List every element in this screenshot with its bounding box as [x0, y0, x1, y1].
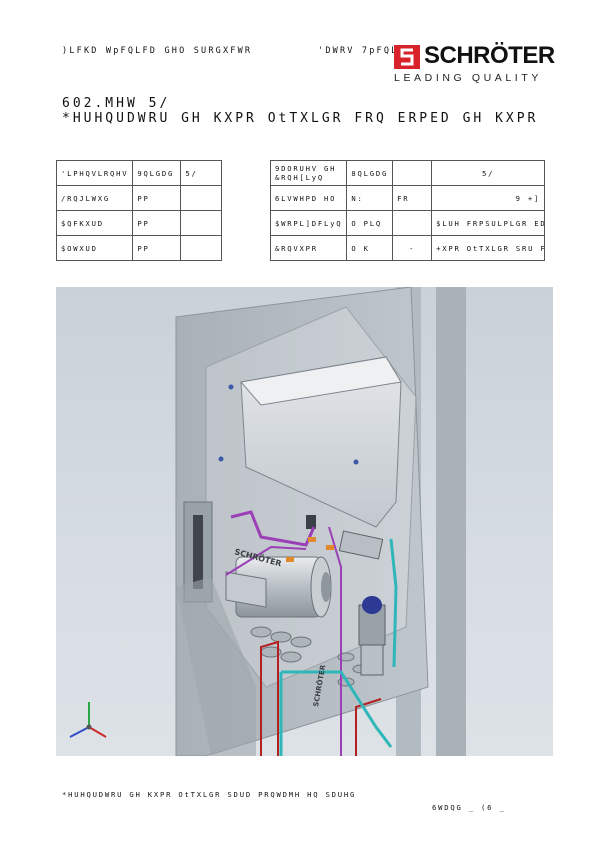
table-cell: 9 +]: [431, 185, 546, 211]
table-row: 9DORUHV GH &RQH[LyQ 8QLGDG 5/: [269, 160, 546, 186]
red-pipe: [260, 640, 279, 756]
table-cell: PP: [132, 210, 182, 236]
axis-triad-icon: [69, 702, 107, 738]
table-cell: 'LPHQVLRQHV: [55, 160, 134, 186]
table-row: &RQVXPR O K - +XPR OtTXLGR SRU FDGD ER: [269, 235, 546, 261]
valve-block: [338, 530, 384, 560]
logo-name: SCHRÖTER: [424, 42, 555, 69]
table-row: /RQJLWXG PP: [55, 185, 223, 211]
product-title: 602.MHW 5/: [62, 96, 171, 111]
background-column-right: [436, 287, 466, 756]
product-subtitle: *HUHQUDWRU GH KXPR OtTXLGR FRQ ERPED GH …: [62, 111, 539, 126]
table-cell: [180, 210, 223, 236]
table-cell: FR: [392, 185, 433, 211]
table-row: 'LPHQVLRQHV 9QLGDG 5/: [55, 160, 223, 186]
table-cell: PP: [132, 235, 182, 261]
table-cell: $WRPL]DFLyQ: [269, 210, 348, 236]
table-cell: O PLQ: [346, 210, 394, 236]
table-cell: &RQVXPR: [269, 235, 348, 261]
table-cell: 6LVWHPD HO: [269, 185, 348, 211]
header-right-text: 'DWRV 7pFQLFRV: [318, 46, 421, 56]
table-row: $WRPL]DFLyQ O PLQ $LUH FRPSULPLGR EDU: [269, 210, 546, 236]
table-cell: 9DORUHV GH &RQH[LyQ: [269, 160, 348, 186]
table-cell: $LUH FRPSULPLGR EDU: [431, 210, 546, 236]
page-info: 6WDQG _ (6 _: [432, 803, 506, 812]
company-logo: SCHRÖTER LEADING QUALITY: [392, 42, 555, 84]
table-cell: $QFKXUD: [55, 210, 134, 236]
logo-mark-icon: [394, 45, 420, 69]
table-row: $QFKXUD PP: [55, 210, 223, 236]
product-rendering: SCHRÖTER SCHRÖTER: [56, 286, 553, 757]
table-cell: [392, 160, 433, 186]
table-cell: 8QLGDG: [346, 160, 394, 186]
table-cell: 9QLGDG: [132, 160, 182, 186]
logo-tagline: LEADING QUALITY: [394, 72, 542, 84]
dimensions-table: 'LPHQVLRQHV 9QLGDG 5/ /RQJLWXG PP $QFKXU…: [55, 160, 223, 261]
table-cell: PP: [132, 185, 182, 211]
table-row: 6LVWHPD HO N: FR 9 +]: [269, 185, 546, 211]
table-cell: 5/: [180, 160, 223, 186]
header-left-text: )LFKD WpFQLFD GHO SURGXFWR: [62, 46, 253, 56]
table-row: $OWXUD PP: [55, 235, 223, 261]
table-cell: $OWXUD: [55, 235, 134, 261]
table-cell: -: [392, 235, 433, 261]
table-cell: O K: [346, 235, 394, 261]
machine-illustration: SCHRÖTER SCHRÖTER: [69, 286, 466, 757]
figure-caption: *HUHQUDWRU GH KXPR OtTXLGR SDUD PRQWDMH …: [62, 790, 357, 799]
table-cell: [180, 185, 223, 211]
table-cell: N:: [346, 185, 394, 211]
table-cell: 5/: [431, 160, 546, 186]
connection-values-table: 9DORUHV GH &RQH[LyQ 8QLGDG 5/ 6LVWHPD HO…: [269, 160, 546, 261]
table-cell: /RQJLWXG: [55, 185, 134, 211]
table-cell: +XPR OtTXLGR SRU FDGD ER: [431, 235, 546, 261]
table-cell: [392, 210, 433, 236]
table-cell: [180, 235, 223, 261]
